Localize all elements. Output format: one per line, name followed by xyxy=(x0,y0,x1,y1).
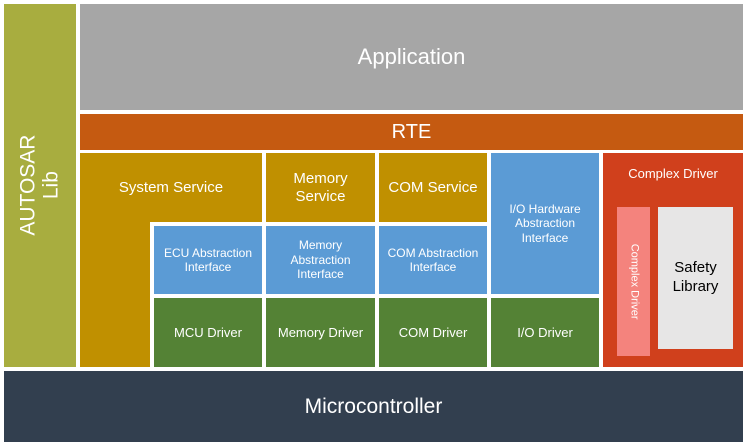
memory-service-line2: Service xyxy=(295,187,346,205)
com-abstraction-line2: Interface xyxy=(409,260,457,274)
safety-library-block: Safety Library xyxy=(658,207,733,349)
autosar-lib-line2: Lib xyxy=(40,171,64,200)
application-layer: Application xyxy=(80,4,743,110)
microcontroller-label: Microcontroller xyxy=(304,394,443,418)
safety-library-line2: Library xyxy=(672,278,719,295)
com-driver-label: COM Driver xyxy=(398,324,468,340)
ecu-abstraction-block: ECU Abstraction Interface xyxy=(154,226,262,294)
com-abstraction-label: COM Abstraction Interface xyxy=(388,246,479,275)
memory-driver-block: Memory Driver xyxy=(266,298,375,367)
io-hardware-abstraction-block: I/O Hardware Abstraction Interface xyxy=(491,153,599,294)
rte-layer: RTE xyxy=(80,114,743,150)
memory-service-line1: Memory xyxy=(293,169,348,187)
memory-service-block: Memory Service xyxy=(266,153,375,222)
autosar-lib-label: AUTOSAR Lib xyxy=(17,135,63,236)
autosar-lib-block: AUTOSAR Lib xyxy=(4,4,76,367)
system-service-label: System Service xyxy=(118,178,224,196)
io-abstraction-line1: I/O Hardware xyxy=(509,201,581,216)
com-service-block: COM Service xyxy=(379,153,487,222)
memory-abstraction-block: Memory Abstraction Interface xyxy=(266,226,375,294)
io-abstraction-line2: Abstraction xyxy=(514,216,575,231)
io-hardware-abstraction-label: I/O Hardware Abstraction Interface xyxy=(509,202,580,245)
safety-library-line1: Safety xyxy=(674,259,717,277)
memory-abstraction-line1: Memory xyxy=(298,238,343,253)
mcu-driver-block: MCU Driver xyxy=(154,298,262,367)
ecu-abstraction-line2: Interface xyxy=(184,260,232,274)
com-driver-block: COM Driver xyxy=(379,298,487,367)
autosar-lib-line1: AUTOSAR xyxy=(16,134,40,237)
memory-abstraction-line2: Abstraction xyxy=(290,252,351,267)
ecu-abstraction-line1: ECU Abstraction xyxy=(163,245,253,260)
io-driver-block: I/O Driver xyxy=(491,298,599,367)
ecu-abstraction-label: ECU Abstraction Interface xyxy=(164,246,252,275)
application-label: Application xyxy=(357,43,466,69)
io-driver-label: I/O Driver xyxy=(517,324,573,340)
safety-library-label: Safety Library xyxy=(673,259,719,297)
memory-abstraction-line3: Interface xyxy=(297,267,344,282)
system-service-block: System Service xyxy=(80,153,262,222)
com-abstraction-line1: COM Abstraction xyxy=(387,245,479,260)
rte-label: RTE xyxy=(391,121,432,143)
microcontroller-layer: Microcontroller xyxy=(4,371,743,442)
complex-driver-block: Complex Driver Complex Driver Safety Lib… xyxy=(603,153,743,367)
memory-driver-label: Memory Driver xyxy=(277,324,364,340)
complex-driver-inner-label: Complex Driver xyxy=(628,243,641,320)
com-service-label: COM Service xyxy=(388,178,478,196)
complex-driver-inner-block: Complex Driver xyxy=(617,207,650,356)
io-abstraction-line3: Interface xyxy=(521,230,569,245)
com-abstraction-block: COM Abstraction Interface xyxy=(379,226,487,294)
memory-abstraction-label: Memory Abstraction Interface xyxy=(290,238,350,281)
mcu-driver-label: MCU Driver xyxy=(174,324,242,340)
memory-service-label: Memory Service xyxy=(293,170,347,206)
system-service-block-lower xyxy=(80,220,150,367)
complex-driver-title: Complex Driver xyxy=(628,166,718,181)
